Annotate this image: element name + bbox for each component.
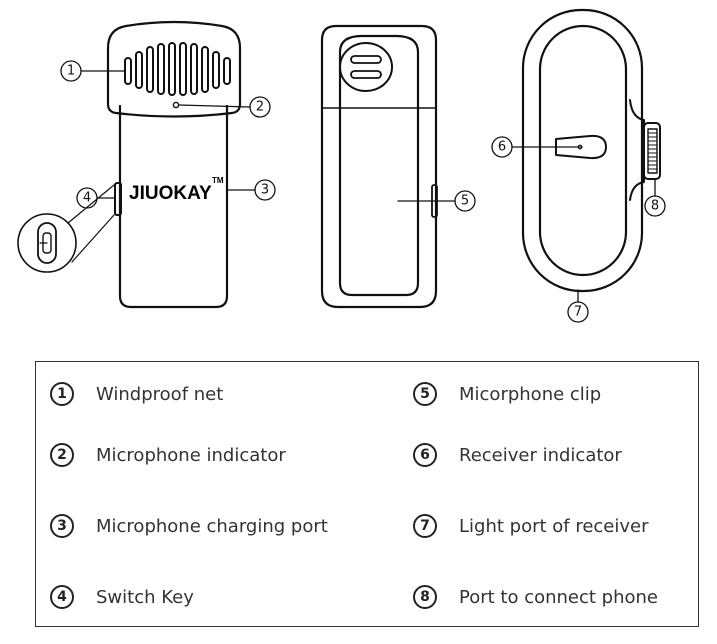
receiver-indicator [555,134,607,160]
legend-item-6: 6 Receiver indicator [413,440,622,470]
callout-6: 6 [498,140,506,155]
callout-7: 7 [574,305,582,320]
legend-label-6: Receiver indicator [459,444,622,466]
callout-5: 5 [461,194,469,209]
legend-num-7: 7 [413,514,437,538]
leader-lines [80,70,656,303]
callout-1: 1 [67,64,75,79]
legend-item-8: 8 Port to connect phone [413,582,658,612]
phone-connector-plug [643,122,661,180]
legend-label-1: Windproof net [96,383,224,405]
microphone-front [17,20,242,309]
legend-label-8: Port to connect phone [459,586,659,608]
clip-oval [339,42,393,92]
microphone-indicator-dot [172,101,180,109]
legend-num-3: 3 [50,514,74,538]
legend-num-2: 2 [50,443,74,467]
legend-num-1: 1 [50,382,74,406]
switch-zoom-circle [17,213,77,273]
receiver-outer [521,8,644,293]
callout-circles [60,60,666,323]
legend-label-4: Switch Key [96,586,194,608]
legend-item-2: 2 Microphone indicator [50,440,286,470]
brand-name: JIUOKAY [129,183,212,204]
callout-2: 2 [256,100,264,115]
receiver-inner [538,24,628,277]
callout-3: 3 [261,183,269,198]
callout-4: 4 [83,191,91,206]
legend-item-7: 7 Light port of receiver [413,511,649,541]
legend-box: 1 Windproof net 2 Microphone indicator 3… [35,361,699,627]
microphone-clip [338,34,420,297]
microphone-back [320,24,438,309]
product-diagram: 1 2 3 4 5 6 7 8 JIUOKAY TM [17,8,666,323]
legend-label-5: Micorphone clip [459,383,602,405]
legend-num-6: 6 [413,443,437,467]
legend-item-5: 5 Micorphone clip [413,379,601,409]
legend-num-8: 8 [413,585,437,609]
windproof-net-housing [106,20,242,118]
legend-label-2: Microphone indicator [96,444,286,466]
legend-num-5: 5 [413,382,437,406]
legend-label-3: Microphone charging port [96,515,328,537]
callout-8: 8 [651,199,659,214]
receiver [521,8,661,293]
legend-item-3: 3 Microphone charging port [50,511,328,541]
switch-key [114,182,122,216]
brand-trademark: TM [212,176,224,185]
legend-item-1: 1 Windproof net [50,379,223,409]
legend-label-7: Light port of receiver [459,515,649,537]
legend-num-4: 4 [50,585,74,609]
switch-zoom-key [37,222,57,264]
windproof-net-grille [124,42,231,96]
legend-item-4: 4 Switch Key [50,582,194,612]
